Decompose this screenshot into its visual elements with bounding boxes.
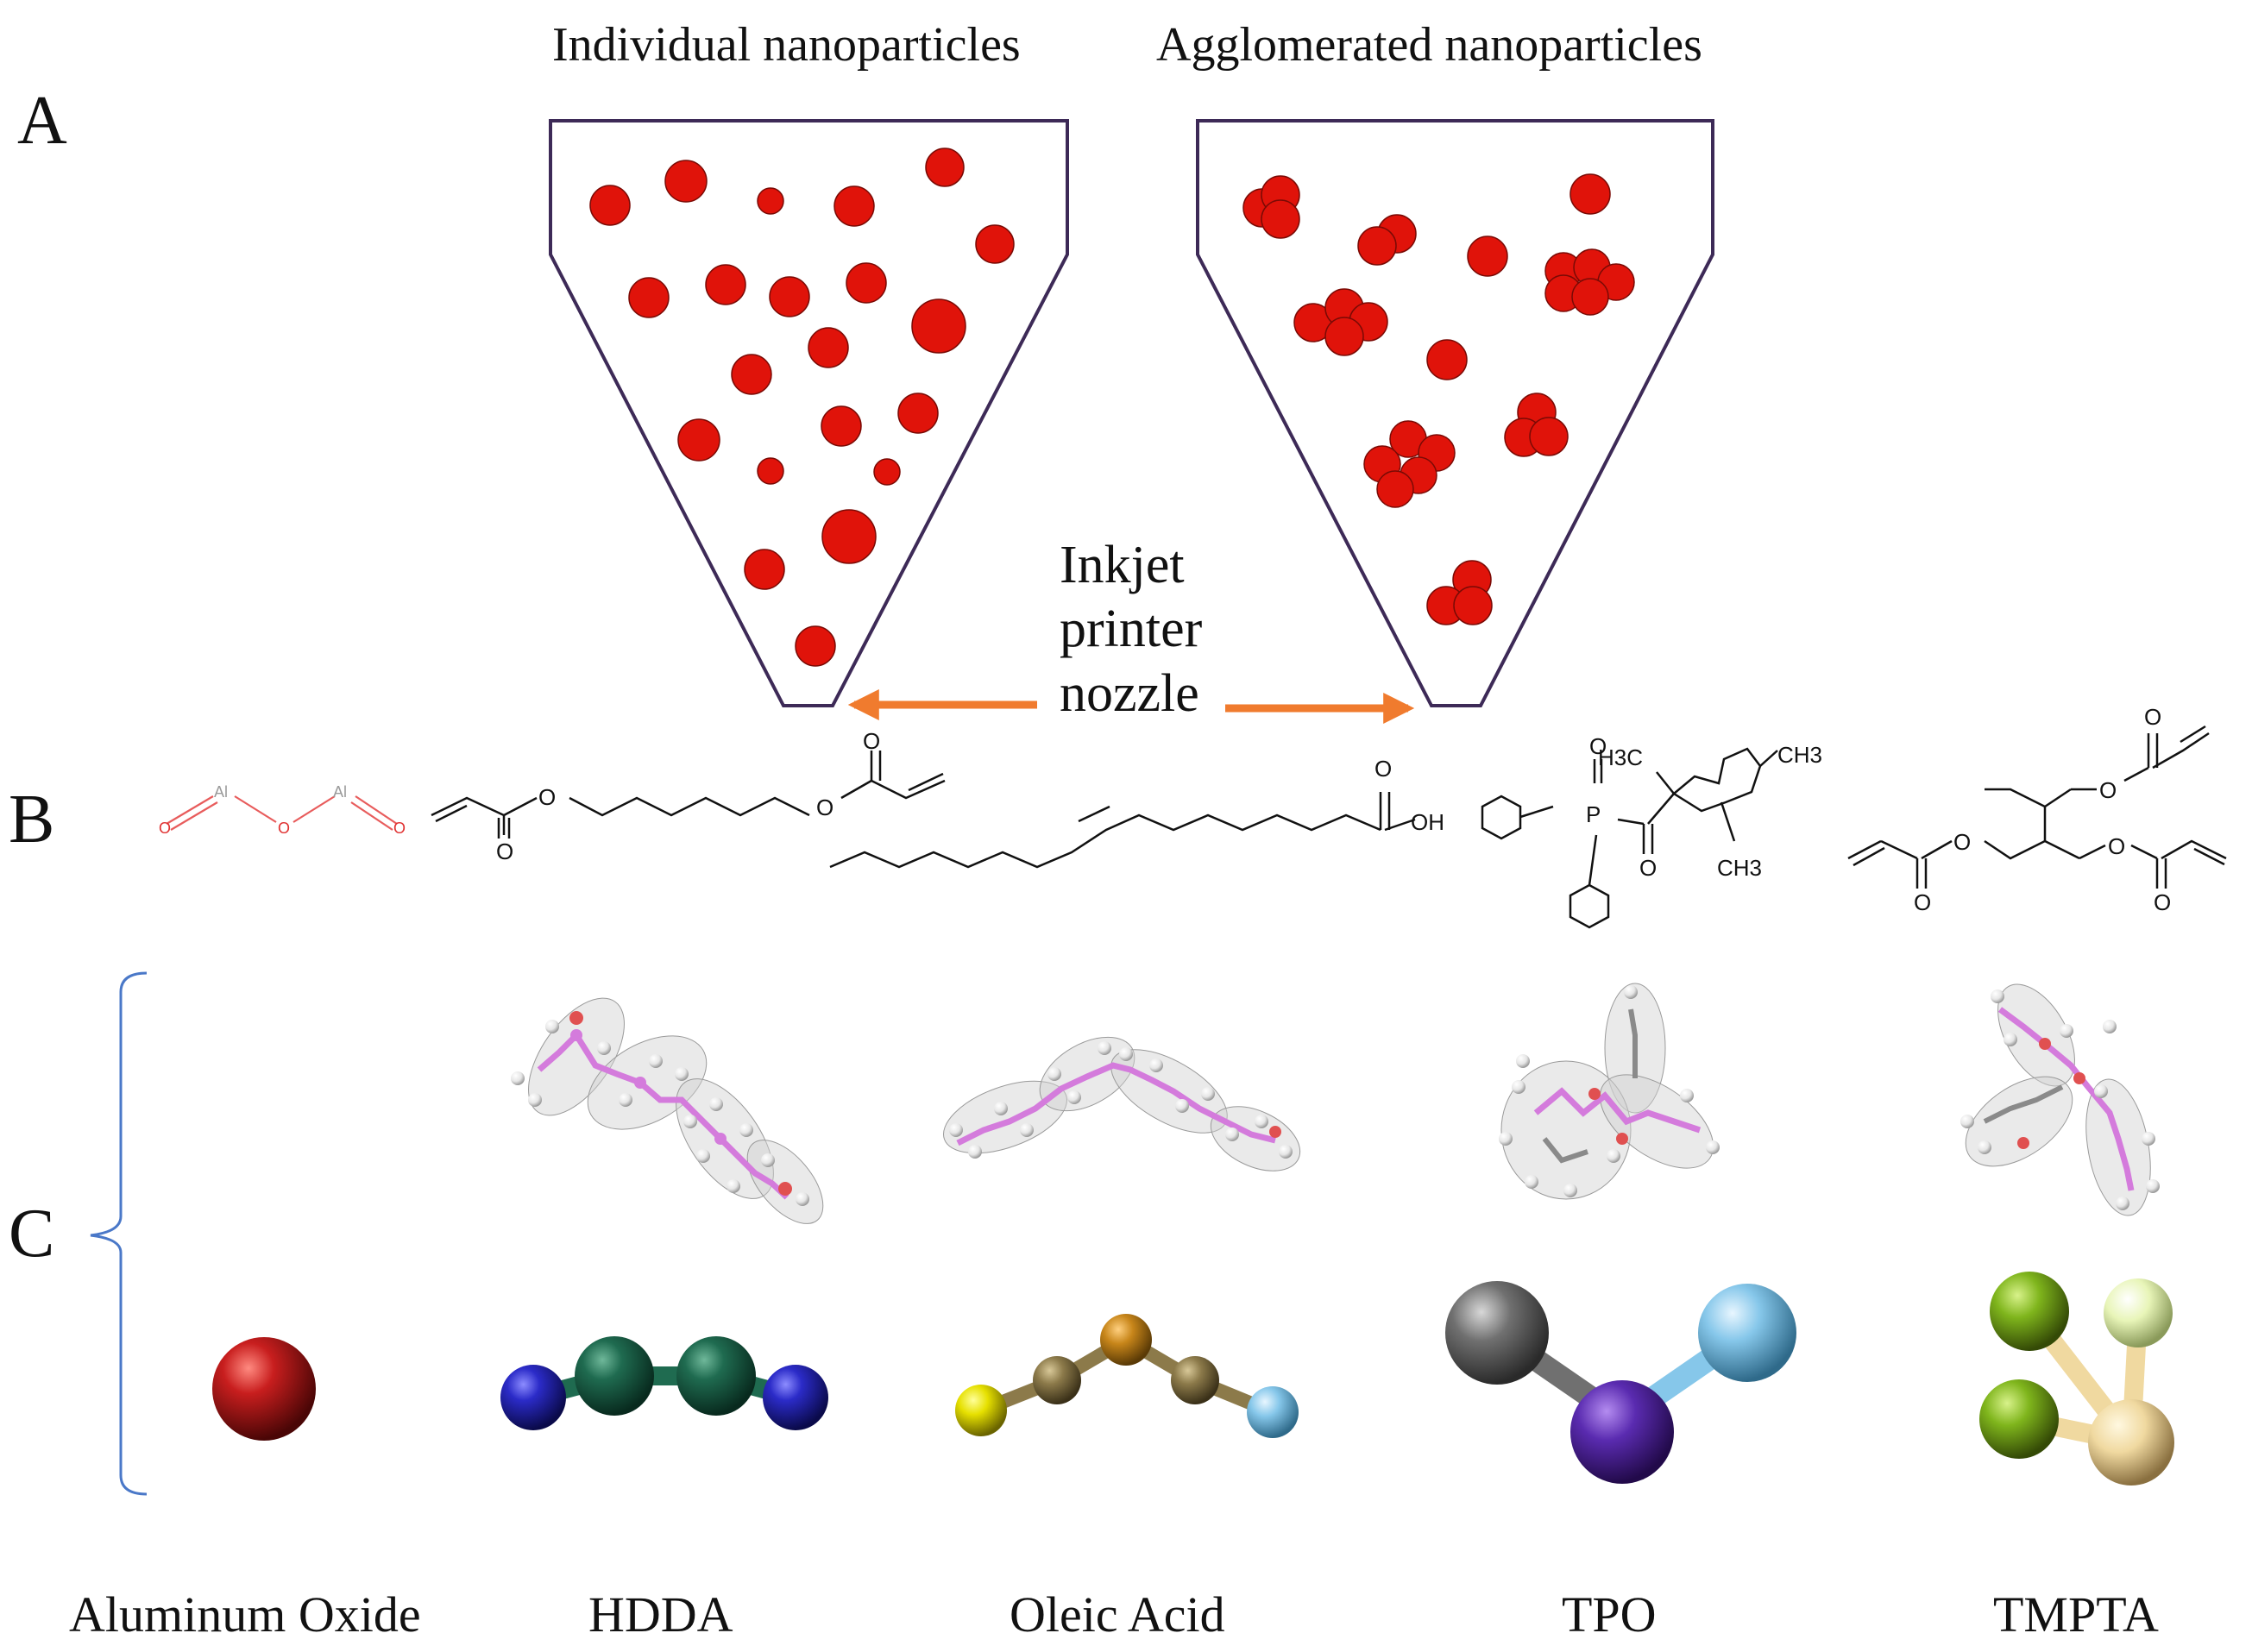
funnel-individual xyxy=(549,119,1069,707)
compound-name-oleic-acid: Oleic Acid xyxy=(1010,1586,1225,1643)
oleic-o: O xyxy=(1374,756,1392,782)
o-label-3: O xyxy=(393,820,406,837)
funnel-agglomerated xyxy=(1196,119,1714,707)
oleic-oh: OH xyxy=(1411,809,1444,835)
agglomerated-particles xyxy=(1242,173,1635,625)
tmpta-o-1: O xyxy=(1953,829,1971,855)
hdda-o-4: O xyxy=(863,728,880,754)
o-label-2: O xyxy=(278,820,290,837)
tmpta-o-3: O xyxy=(2099,777,2117,803)
panel-label-c: C xyxy=(9,1196,55,1272)
model-oleic-beads xyxy=(955,1314,1299,1438)
individual-particles xyxy=(589,148,1015,667)
model-tmpta-ballstick xyxy=(1960,983,2160,1216)
tmpta-o-4: O xyxy=(2144,704,2161,730)
hdda-o-1: O xyxy=(538,784,556,810)
agglomerated-nanoparticles-title: Agglomerated nanoparticles xyxy=(1156,18,1702,72)
panel-label-a: A xyxy=(17,83,67,159)
compound-name-hdda: HDDA xyxy=(588,1586,733,1643)
tpo-o-p: O xyxy=(1589,733,1607,759)
structure-tpo: P O O H3C CH3 CH3 xyxy=(1481,733,1822,929)
individual-nanoparticles-title: Individual nanoparticles xyxy=(552,18,1021,72)
structure-tmpta: O O O O O O xyxy=(1847,704,2227,915)
nozzle-label-line-3: nozzle xyxy=(1060,663,1199,723)
compound-name-tmpta: TMPTA xyxy=(1993,1586,2159,1643)
nozzle-label-line-1: Inkjet xyxy=(1060,536,1185,594)
tmpta-o-2: O xyxy=(1914,889,1931,915)
model-tpo-beads xyxy=(1445,1281,1796,1484)
model-tpo-ballstick xyxy=(1499,983,1720,1200)
hdda-o-3: O xyxy=(816,795,833,820)
structure-aluminum-oxide: Al Al O O O xyxy=(159,783,406,837)
tmpta-o-6: O xyxy=(2154,889,2171,915)
nozzle-arrows xyxy=(847,689,1415,724)
tmpta-o-5: O xyxy=(2108,833,2125,859)
tpo-h3c: H3C xyxy=(1598,744,1643,770)
nozzle-label: Inkjet printer nozzle xyxy=(1060,533,1202,725)
hdda-o-2: O xyxy=(496,839,513,864)
model-aluminum-oxide-bead xyxy=(212,1337,316,1441)
structure-oleic-acid: O OH xyxy=(829,756,1444,869)
model-hdda-ballstick xyxy=(511,997,824,1224)
compound-name-aluminum-oxide: Aluminum Oxide xyxy=(69,1586,421,1643)
panel-label-b: B xyxy=(9,782,55,857)
o-label-1: O xyxy=(159,820,171,837)
al-label-1: Al xyxy=(214,783,228,801)
model-tmpta-beads xyxy=(1979,1272,2174,1486)
nozzle-label-line-2: printer xyxy=(1060,600,1203,659)
al-label-2: Al xyxy=(333,783,347,801)
tpo-o-c: O xyxy=(1639,855,1657,881)
tpo-ch3-top: CH3 xyxy=(1777,742,1822,768)
structure-hdda: O O O O xyxy=(431,728,946,864)
model-oleic-ballstick xyxy=(943,1036,1301,1171)
tpo-ch3-bottom: CH3 xyxy=(1717,855,1762,881)
compound-name-tpo: TPO xyxy=(1562,1586,1657,1643)
model-hdda-beads xyxy=(500,1336,828,1430)
panel-c-bracket xyxy=(90,971,148,1496)
tpo-p: P xyxy=(1586,801,1601,827)
